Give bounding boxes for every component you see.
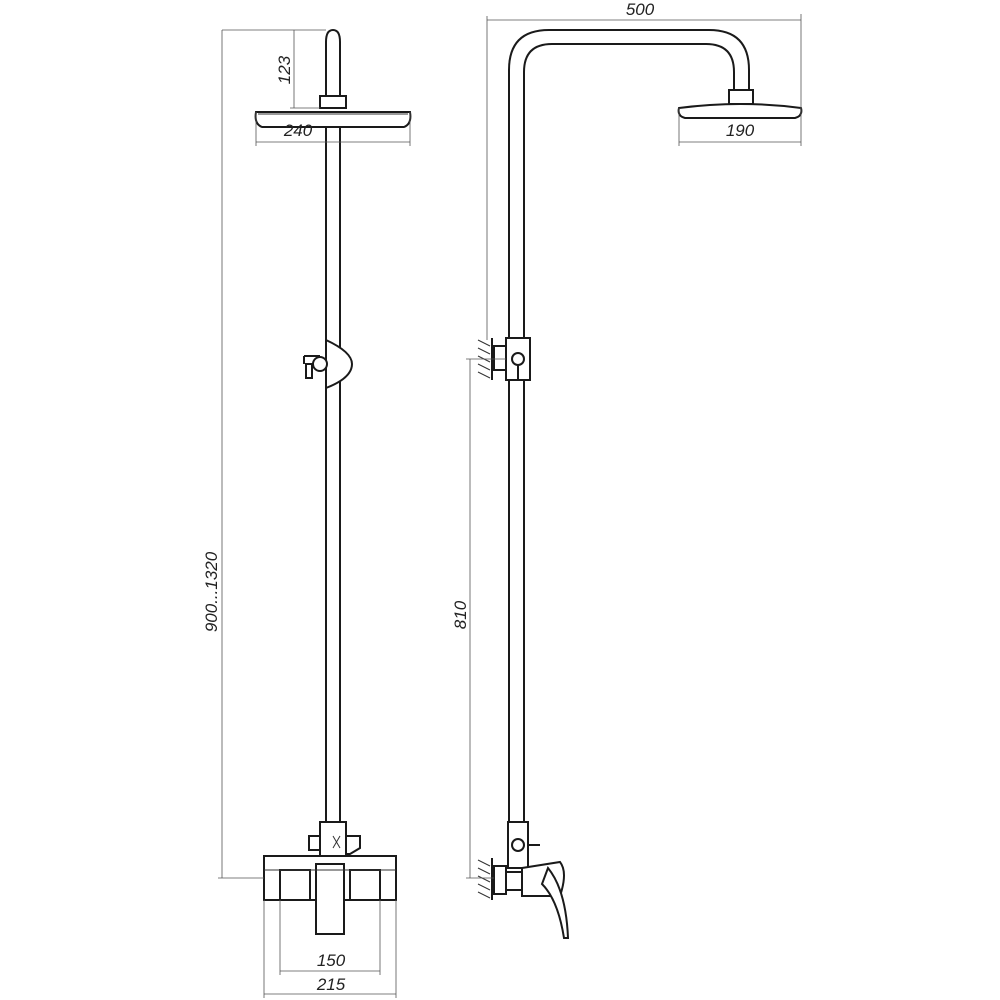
side-diverter xyxy=(507,821,540,869)
side-wall-bracket-upper xyxy=(477,337,531,381)
dim-side-190: 190 xyxy=(678,108,802,146)
front-diverter xyxy=(308,821,361,857)
dim-label-240: 240 xyxy=(283,121,313,140)
dim-front-215: 215 xyxy=(263,900,397,998)
front-view: 123 240 900...1320 150 215 xyxy=(202,28,412,998)
dim-front-240: 240 xyxy=(255,112,411,146)
front-head-connector xyxy=(319,95,347,109)
dim-label-500: 500 xyxy=(626,0,655,19)
dim-label-123: 123 xyxy=(275,55,294,84)
side-head-connector xyxy=(728,89,754,105)
dim-label-810: 810 xyxy=(451,600,470,629)
front-arm xyxy=(325,28,341,96)
dim-label-215: 215 xyxy=(316,975,346,994)
dim-label-190: 190 xyxy=(726,121,755,140)
side-view: 500 190 810 xyxy=(451,0,803,939)
dim-side-810: 810 xyxy=(451,358,506,879)
front-height-clamp xyxy=(303,339,354,389)
dim-front-123: 123 xyxy=(222,29,326,109)
side-arm-outer xyxy=(508,29,750,822)
dim-label-900-1320: 900...1320 xyxy=(202,551,221,632)
front-mixer xyxy=(263,855,397,935)
dim-label-150: 150 xyxy=(317,951,346,970)
dim-side-500: 500 xyxy=(486,0,802,340)
dim-front-height: 900...1320 xyxy=(202,30,264,879)
dim-front-150: 150 xyxy=(279,900,381,975)
side-mixer xyxy=(477,858,570,939)
side-shower-head xyxy=(677,103,803,119)
side-arm-inner xyxy=(523,43,735,822)
